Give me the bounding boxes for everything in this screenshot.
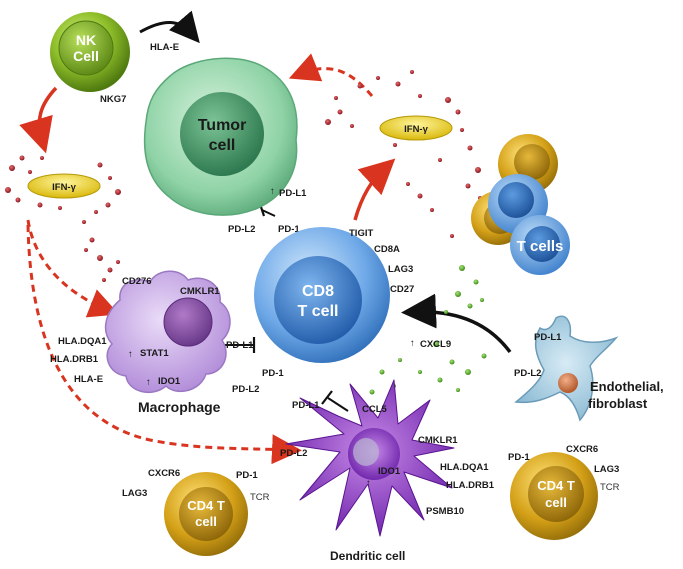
mac-pd1-label: PD-1 [262,368,284,379]
endothelial-caption-line2: fibroblast [588,396,648,411]
tumor-title-line2: cell [209,137,236,154]
mac-hladrb1-label: HLA.DRB1 [50,354,99,365]
arrow-up-icon: ↑ [128,349,133,360]
cd4r-tcr-label: TCR [600,482,620,493]
arrow-up-icon: ↑ [146,377,151,388]
cd4l-tcr-label: TCR [250,492,270,503]
ifng-to-tumor-arrow [288,53,374,97]
ifng-to-macrophage-arrow [26,219,120,318]
cd4r-cxcr6-label: CXCR6 [566,444,598,455]
mac-cd276-label: CD276 [122,276,152,287]
endothelial-caption-line1: Endothelial, [590,379,664,394]
dc-ccl5-label: CCL5 [362,404,388,415]
chemokine-dots [360,265,487,406]
dc-psmb10-label: PSMB10 [426,506,464,517]
cd8-to-ifng-arrow [353,158,396,221]
cd4l-cxcr6-label: CXCR6 [148,468,180,479]
tumor-inhibition-line [261,209,276,217]
endo-pdl1-label: PD-L1 [534,332,562,343]
t-cells-label: T cells [517,238,564,255]
dc-hladqa1-label: HLA.DQA1 [440,462,489,473]
ifng-left-label: IFN-γ [52,182,76,193]
dendritic-inhibition-line [327,397,349,412]
endothelial-cell [514,315,619,422]
cd8-t-cell: CD8 T cell [254,227,390,363]
ifng-right: IFN-γ [379,115,453,141]
nk-to-ifng-arrow [19,86,58,154]
nk-cell-title-line2: Cell [73,48,99,64]
nk-marker-label: NKG7 [100,94,126,105]
dc-pdl2-label: PD-L2 [280,448,307,459]
dc-ido1-label: IDO1 [378,466,401,477]
arrow-up-icon: ↑ [366,478,371,489]
cd8-title-line1: CD8 [302,283,334,300]
ifng-to-dendritic-arrow [26,224,302,465]
mac-cmklr1-label: CMKLR1 [180,286,220,297]
nk-hla-e-label: HLA-E [150,42,179,53]
mac-hlae-label: HLA-E [74,374,103,385]
nk-cell-title-line1: NK [76,32,96,48]
tumor-pdl1-label: PD-L1 [279,188,307,199]
cd8-title-line2: T cell [298,303,339,320]
cd4-right-title-line1: CD4 T [537,478,575,493]
mac-ido1-label: IDO1 [158,376,181,387]
cd4r-pd1-label: PD-1 [508,452,530,463]
cd4-left-title-line2: cell [195,514,217,529]
nk-cell: NK Cell NKG7 [50,12,130,105]
tumor-title-line1: Tumor [198,117,247,134]
ifng-left: IFN-γ [27,173,101,199]
tumor-cell: Tumor cell [143,57,298,216]
mac-hladqa1-label: HLA.DQA1 [58,336,107,347]
dc-hladrb1-label: HLA.DRB1 [446,480,495,491]
cd4l-pd1-label: PD-1 [236,470,258,481]
cd4-left-title-line1: CD4 T [187,498,225,513]
cd4l-lag3-label: LAG3 [122,488,147,499]
cd8-cxcl9-label: CXCL9 [420,339,451,350]
mac-pdl2-label: PD-L2 [232,384,259,395]
mac-stat1-label: STAT1 [140,348,169,359]
dc-pdl1-label: PD-L1 [292,400,320,411]
cd4-right-title-line2: cell [545,495,567,510]
arrows-layer [19,10,512,465]
t-cells-cluster: T cells [471,134,570,275]
cd8-cd8a-label: CD8A [374,244,400,255]
endothelial-to-cd8-arrow [401,293,512,354]
mac-pdl1-label: PD-L1 [226,340,254,351]
cd8-cd27-label: CD27 [390,284,414,295]
tumor-pdl2-label: PD-L2 [228,224,255,235]
dc-cmklr1-label: CMKLR1 [418,435,458,446]
tumor-pd1-label: PD-1 [278,224,300,235]
cd4-t-cell-right: CD4 T cell [510,452,598,540]
cd8-lag3-label: LAG3 [388,264,413,275]
macrophage-caption: Macrophage [138,399,221,415]
dendritic-caption: Dendritic cell [330,549,405,563]
ifng-right-label: IFN-γ [404,124,428,135]
cd8-tigit-label: TIGIT [349,228,373,239]
arrow-up-icon: ↑ [270,186,275,197]
endo-pdl2-label: PD-L2 [514,368,541,379]
nk-to-tumor-arrow [139,10,200,44]
cd4-t-cell-left: CD4 T cell [164,472,248,556]
macrophage-cell [104,270,231,394]
arrow-up-icon: ↑ [410,338,415,349]
cd4r-lag3-label: LAG3 [594,464,619,475]
dendritic-cell [285,379,455,537]
